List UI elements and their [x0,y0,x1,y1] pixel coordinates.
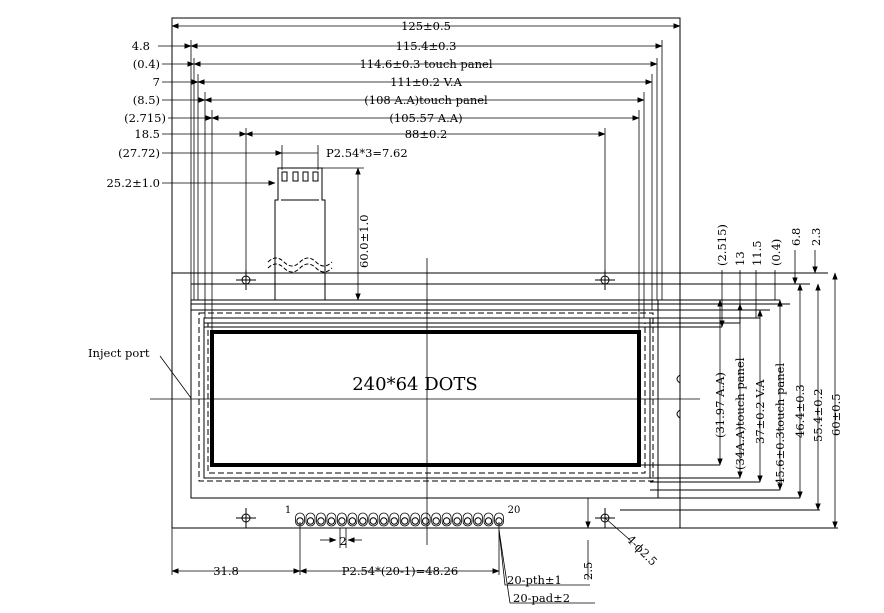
pin-hole [327,517,336,525]
pin-pad [336,512,347,527]
outline-group [171,17,838,529]
dim-60-0-label: 60.0±1.0 [357,214,371,268]
pin-pad [462,512,473,527]
pin-pad [305,512,316,527]
dim-45-6-label: 45.6±0.3touch panel [773,363,787,485]
dim-60-label: 60±0.5 [829,393,843,436]
hole-dia-label: 4-ϕ2.5 [624,532,660,568]
dim-46-4-label: 46.4±0.3 [793,384,807,438]
dim-108-label: (108 A.A)touch panel [364,93,488,107]
inject-port-label: Inject port [88,346,150,360]
offset-7-label: 7 [153,75,160,89]
pin-pad [452,512,463,527]
pin-hole [401,517,409,525]
pin-20-label: 20 [508,505,521,516]
dim-2-515-label: (2.515) [715,224,729,266]
dim-111-label: 111±0.2 V.A [390,75,462,89]
pin-pad [389,512,400,527]
bottom-dimensions [171,498,631,604]
pin-hole [359,517,367,525]
pin-hole [380,517,388,525]
pin-hole [369,517,378,525]
dim-105-57-label: (105.57 A.A) [389,111,462,125]
pin-hole [348,517,357,525]
dim-115-4-label: 115.4±0.3 [396,39,457,53]
dim-pitch-label: P2.54*3=7.62 [326,146,408,160]
pin-pad [483,512,494,527]
pin-1-label: 1 [285,505,291,516]
fpc-pad [292,171,299,182]
pin-hole [317,517,325,525]
dim-11-5-label: 11.5 [750,240,764,266]
pin-pad [316,512,326,527]
pin-pad [347,512,358,527]
pin-hole [442,517,451,525]
pin-row [295,512,504,527]
pin-pad [410,512,421,527]
dim-125-label: 125±0.5 [401,19,451,33]
fpc-tail [267,167,333,300]
dim-2-3-label: 2.3 [809,228,823,246]
dim-88-label: 88±0.2 [405,127,448,141]
dim-55-4-label: 55.4±0.2 [811,388,825,442]
pin-pad [368,512,379,527]
offset-4-8-label: 4.8 [132,39,150,53]
dim-31-8-label: 31.8 [213,564,239,578]
fpc-pad [302,171,309,182]
pin-hole [306,517,315,525]
fpc-pad [312,171,319,182]
pin-hole [390,517,398,525]
dim-31-97-label: (31.97 A.A) [713,372,727,438]
pin-pad [399,512,410,527]
pin-hole [474,517,482,525]
pin-hole [411,517,419,525]
pin-pad [326,512,337,527]
dim-114-6-label: 114.6±0.3 touch panel [359,57,492,71]
offset-8-5-label: (8.5) [133,93,160,107]
active-area [210,330,641,467]
horizontal-dimensions [158,18,681,399]
pin-hole [421,517,430,525]
dim-pin-span-label: P2.54*(20-1)=48.26 [342,564,458,578]
va-dashed-inner [207,322,646,474]
offset-18-5-label: 18.5 [134,127,160,141]
pin-pad [431,512,442,527]
dim-6-8-label: 6.8 [789,228,803,246]
dim-13-label: 13 [733,251,747,266]
fpc-break-mark [267,257,333,267]
fpc-pad [281,171,288,182]
mounting-hole [236,508,256,528]
pin-pad [420,512,431,527]
dim-2-5-label: 2.5 [581,562,595,580]
pad-label: 20-pad±2 [513,591,570,605]
offset-0-4-label: (0.4) [133,57,160,71]
pin-pad [441,512,452,527]
pin-hole [453,517,461,525]
offset-27-72-label: (27.72) [118,146,160,160]
offset-2-715-label: (2.715) [124,111,166,125]
pin-hole [463,517,472,525]
pin-pad [357,512,368,527]
viewing-area-dashed [198,312,654,482]
offset-25-2-label: 25.2±1.0 [106,176,160,190]
dim-37-label: 37±0.2 V.A [753,379,767,444]
centre-lines [150,258,700,545]
pin-hole [338,517,346,525]
pin-pad [473,512,483,527]
vertical-dimensions [717,250,838,529]
pin-pad [378,512,389,527]
pin-hole [432,517,440,525]
pth-label: 20-pth±1 [507,573,562,587]
dim-pin-pitch-label: 2 [339,534,346,548]
pin-hole [484,517,493,525]
dim-34-label: (34A.A)touch panel [733,357,747,470]
display-resolution-label: 240*64 DOTS [352,374,478,395]
dim-0-4-label: (0.4) [769,239,783,266]
